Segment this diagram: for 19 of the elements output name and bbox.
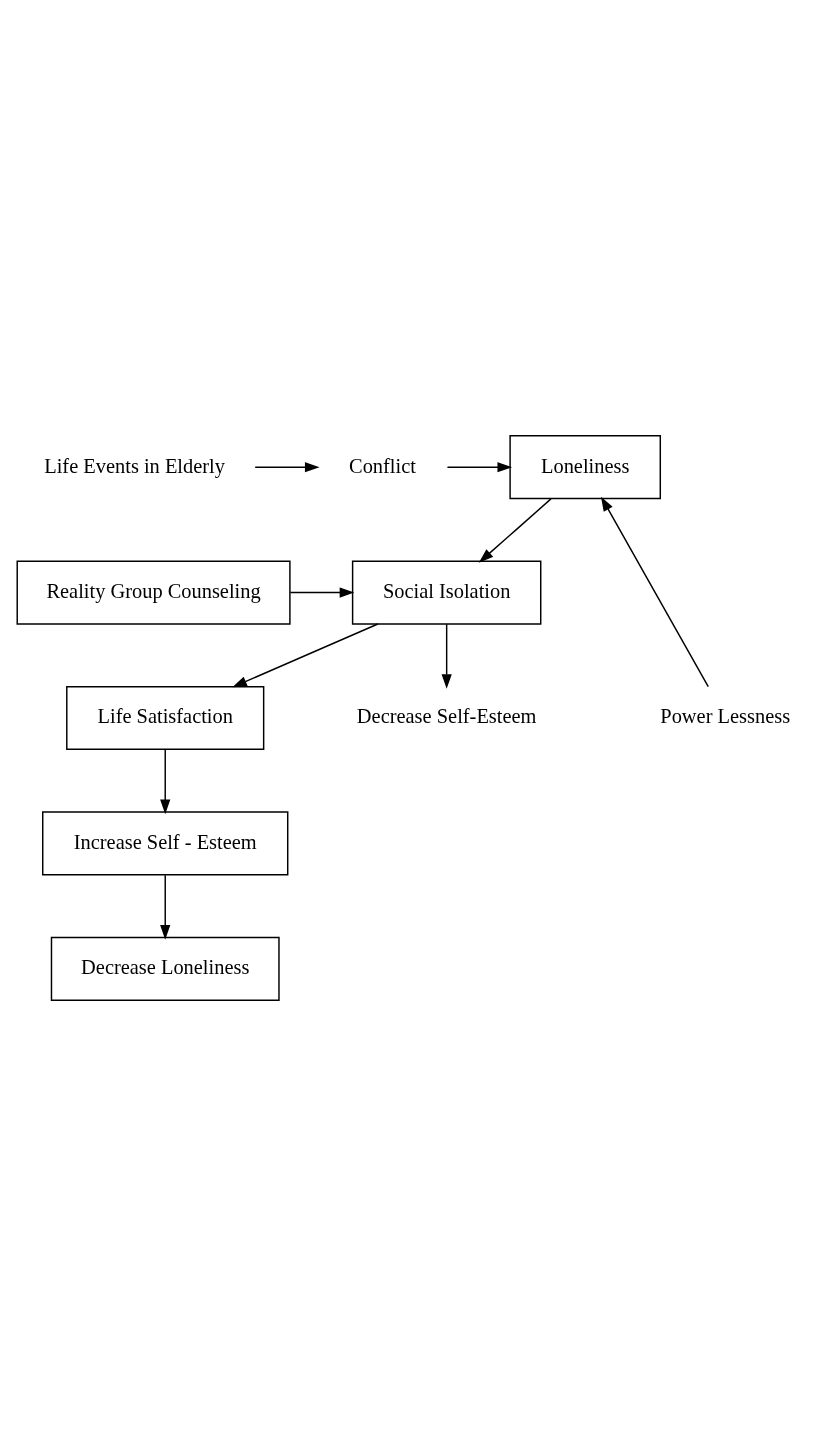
arrow — [446, 462, 513, 473]
arrow — [160, 874, 171, 940]
node-box: Increase Self - Esteem — [42, 811, 289, 876]
node-text: Power Lessness — [660, 705, 791, 728]
node-box: Loneliness — [509, 435, 661, 500]
node-box: Reality Group Counseling — [16, 560, 291, 625]
arrow — [254, 462, 320, 473]
node-text: Life Events in Elderly — [44, 454, 225, 477]
node-box: Life Satisfaction — [66, 685, 265, 751]
arrow — [441, 623, 452, 689]
arrow — [478, 498, 552, 563]
arrow — [160, 749, 171, 815]
node-text: Conflict — [349, 454, 416, 477]
arrow — [289, 587, 355, 598]
node-text: Decrease Self-Esteem — [356, 705, 537, 728]
arrow — [232, 623, 379, 688]
node-box: Decrease Loneliness — [50, 936, 280, 1001]
node-box: Social Isolation — [351, 560, 542, 625]
arrow — [601, 496, 709, 688]
